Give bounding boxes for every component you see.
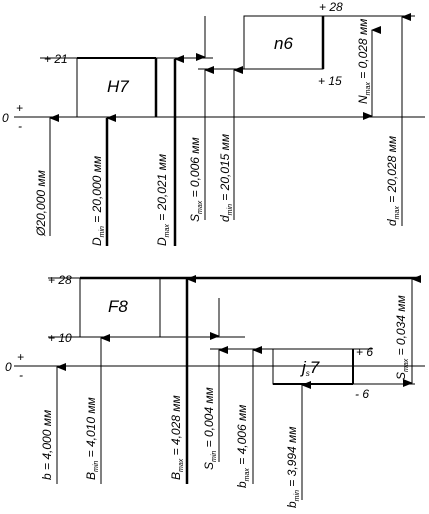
fit2-zero-label: 0 xyxy=(5,360,12,374)
fit1-dmax-label: Dmax = 20,021 мм xyxy=(155,154,171,246)
fit1-shaft-dmax-label: dmax = 20,028 мм xyxy=(385,136,401,226)
fit1-hole-upper-dev: + 21 xyxy=(44,52,68,66)
fit2-shaft-zone-label: js7 xyxy=(300,358,320,378)
fit1-shaft-lower-dev: + 15 xyxy=(318,74,342,88)
fit2-hole-lower-dev: + 10 xyxy=(48,331,72,345)
fit1-smax-label: Smax = 0,006 мм xyxy=(188,137,204,222)
fit2-shaft-lower-dev: - 6 xyxy=(355,387,369,401)
fit2-plus-sign: + xyxy=(17,350,24,364)
fit1-zero-label: 0 xyxy=(2,111,9,125)
fit2-nominal-label: b = 4,000 мм xyxy=(40,410,54,480)
fit1-nominal-label: Ø20,000 мм xyxy=(34,170,48,237)
fit2-shaft-bmin-label: bmin = 3,994 мм xyxy=(285,427,301,508)
fit2-hole-zone-label: F8 xyxy=(108,297,128,316)
fit1-diagram: 0 + - + 21 H7 + 28 + 15 n6 Ø20,000 мм Dm… xyxy=(2,0,425,246)
fit2-shaft-upper-dev: + 6 xyxy=(356,345,373,359)
fit1-shaft-zone-label: n6 xyxy=(274,34,293,53)
fit2-diagram: 0 + - + 28 + 10 F8 + 6 - 6 js7 b = 4,000… xyxy=(5,273,425,508)
fit2-hole-upper-dev: + 28 xyxy=(48,273,72,287)
fit1-nmax-label: Nmax = 0,028 мм xyxy=(356,19,372,104)
fit1-shaft-dmin-label: dmin = 20,015 мм xyxy=(218,134,234,222)
fit2-smax-label: Smax = 0,034 мм xyxy=(394,295,410,380)
fit1-shaft-upper-dev: + 28 xyxy=(319,0,343,14)
fit2-bmin-label: Bmin = 4,010 мм xyxy=(84,397,100,480)
fit2-bmax-label: Bmax = 4,028 мм xyxy=(169,395,185,480)
fit2-minus-sign: - xyxy=(19,368,23,382)
fit2-smin-label: Smin = 0,004 мм xyxy=(202,387,218,470)
fit1-plus-sign: + xyxy=(16,101,23,115)
fit1-dmin-label: Dmin = 20,000 мм xyxy=(90,156,106,246)
fit1-hole-zone-label: H7 xyxy=(107,77,129,96)
fit2-shaft-bmax-label: bmax = 4,006 мм xyxy=(235,405,251,488)
fit1-minus-sign: - xyxy=(18,119,22,133)
